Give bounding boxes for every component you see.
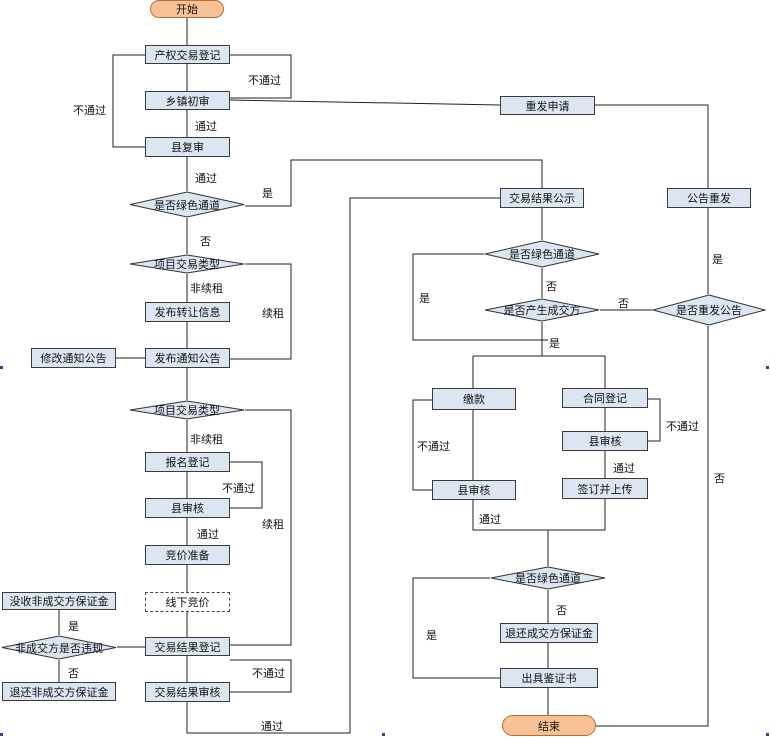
- town-review-box: 乡镇初审: [145, 91, 230, 110]
- pass-label-payment: 通过: [479, 513, 501, 526]
- end-terminal: 结束: [502, 715, 596, 736]
- issue-certificate-box: 出具鉴证书: [500, 668, 598, 688]
- bid-prep-box: 竞价准备: [145, 545, 230, 565]
- no-label-green3: 否: [556, 604, 567, 617]
- refund-winner-box: 退还成交方保证金: [500, 623, 598, 643]
- no-label-republish: 否: [714, 472, 725, 485]
- refund-nonwinner-box: 退还非成交方保证金: [2, 682, 116, 701]
- handle-mark-bottom: [382, 733, 385, 736]
- modify-notice-box: 修改通知公告: [31, 348, 116, 368]
- yes-label-green3: 是: [426, 629, 437, 642]
- pass-label-result: 通过: [261, 720, 283, 733]
- handle-mark-bottom-right: [766, 733, 769, 736]
- non-renew-label-2: 非续租: [190, 433, 223, 446]
- fail-label-result: 不通过: [252, 667, 285, 680]
- sign-upload-box: 签订并上传: [562, 478, 648, 499]
- no-label-green: 否: [200, 235, 211, 248]
- handle-mark-left: [0, 366, 3, 369]
- yes-label-green2: 是: [419, 292, 430, 305]
- payment-box: 缴款: [432, 388, 516, 410]
- republish-decision: 是否重发公告: [652, 294, 766, 326]
- yes-label-green: 是: [262, 187, 273, 200]
- yes-label-winner: 是: [549, 337, 560, 350]
- yes-label-republish: 是: [712, 253, 723, 266]
- renew-label-1: 续租: [262, 307, 284, 320]
- pass-label-contract: 通过: [613, 462, 635, 475]
- green-channel-decision: 是否绿色通道: [129, 191, 245, 218]
- non-renew-label-1: 非续租: [190, 282, 223, 295]
- pass-label-county: 通过: [195, 172, 217, 185]
- county-audit-contract-box: 县审核: [562, 431, 648, 451]
- signup-register-box: 报名登记: [145, 452, 230, 472]
- no-label-green2: 否: [546, 280, 557, 293]
- notice-republish-box: 公告重发: [667, 188, 751, 208]
- project-type-decision-2: 项目交易类型: [129, 400, 245, 420]
- yes-label-violation: 是: [68, 620, 79, 633]
- county-audit-payment-box: 县审核: [432, 480, 516, 500]
- renew-label-2: 续租: [262, 518, 284, 531]
- contract-register-box: 合同登记: [562, 388, 648, 408]
- confiscate-deposit-box: 没收非成交方保证金: [2, 592, 116, 610]
- publish-transfer-info-box: 发布转让信息: [145, 302, 230, 322]
- green-channel-decision-2: 是否绿色通道: [484, 240, 600, 268]
- green-channel-decision-3: 是否绿色通道: [490, 566, 606, 590]
- no-label-violation: 否: [68, 667, 79, 680]
- handle-mark-bottom-left: [0, 733, 3, 736]
- fail-label-town: 不通过: [248, 74, 281, 87]
- publish-notice-box: 发布通知公告: [145, 348, 230, 368]
- fail-label-payment: 不通过: [417, 440, 450, 453]
- fail-label-signup: 不通过: [222, 482, 255, 495]
- result-register-box: 交易结果登记: [145, 637, 230, 656]
- republish-apply-box: 重发申请: [500, 96, 595, 115]
- project-type-decision-1: 项目交易类型: [129, 254, 245, 274]
- fail-label-county: 不通过: [73, 104, 106, 117]
- result-publicity-box: 交易结果公示: [500, 188, 584, 208]
- pass-label-signup: 通过: [197, 528, 219, 541]
- winner-decision: 是否产生成交方: [484, 298, 600, 322]
- start-terminal: 开始: [150, 0, 224, 18]
- violation-decision: 非成交方是否违规: [1, 635, 117, 660]
- no-label-winner: 否: [618, 297, 629, 310]
- offline-bid-box: 线下竞价: [145, 592, 230, 612]
- handle-mark-right: [766, 366, 769, 369]
- pass-label-town: 通过: [195, 120, 217, 133]
- result-audit-box: 交易结果审核: [145, 682, 230, 702]
- county-audit-box: 县审核: [145, 498, 230, 518]
- property-trade-register-box: 产权交易登记: [145, 45, 230, 64]
- county-review-box: 县复审: [145, 137, 230, 157]
- fail-label-contract: 不通过: [666, 420, 699, 433]
